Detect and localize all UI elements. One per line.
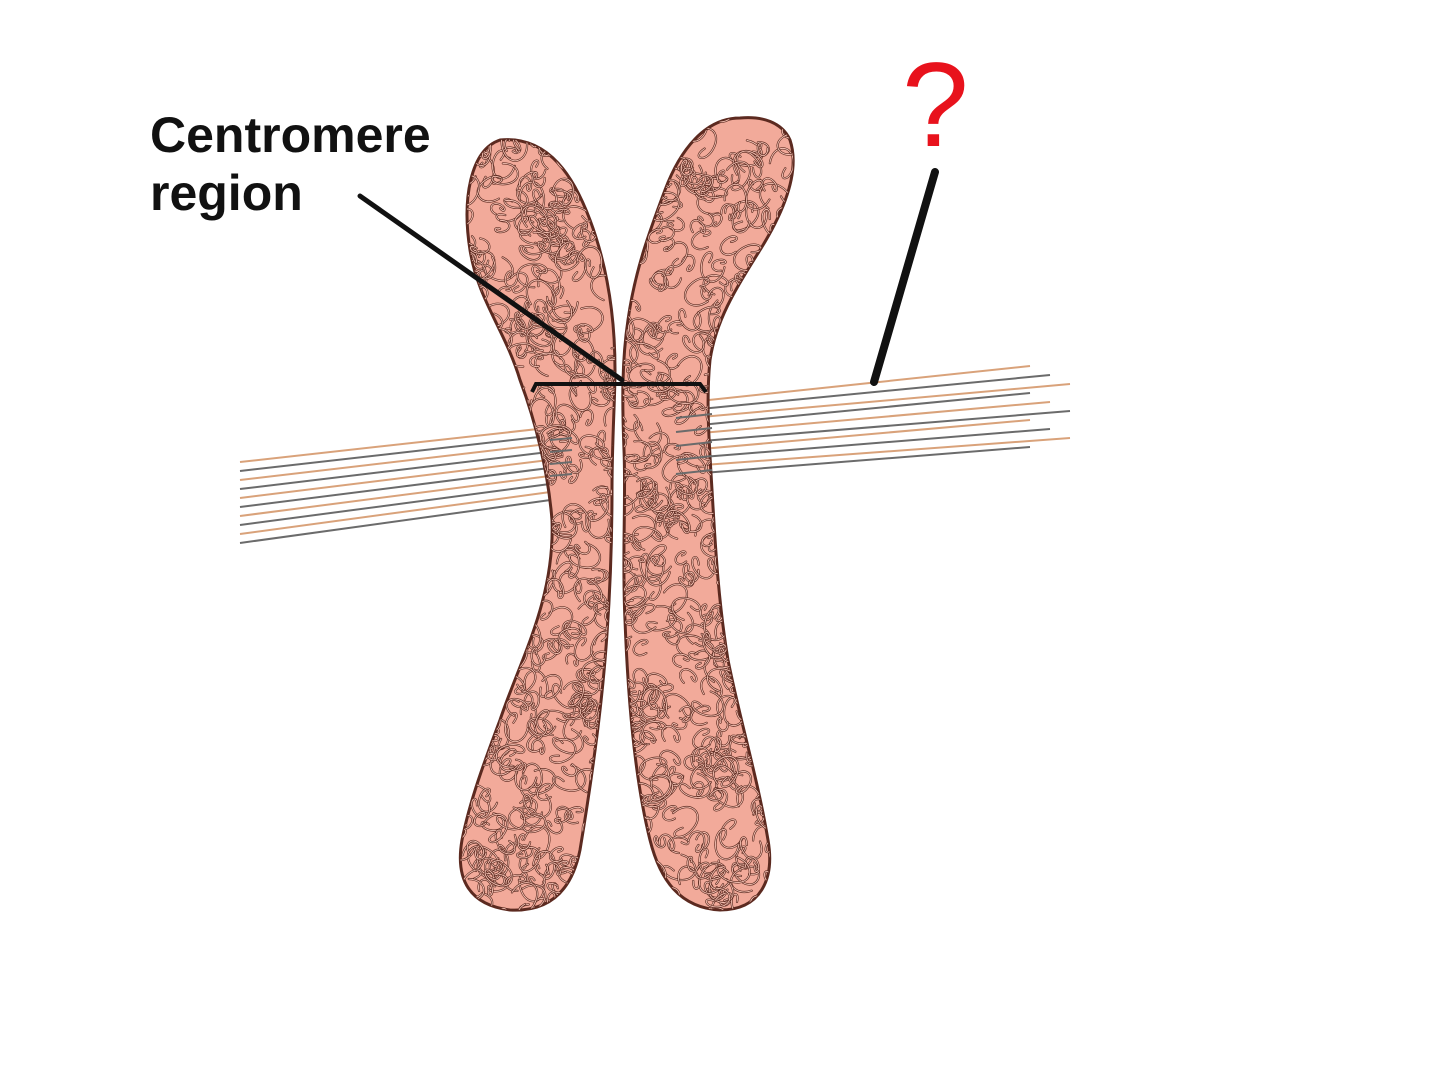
spindle-fiber [239,449,566,490]
spindle-fiber [239,433,566,472]
sister-chromatid-left [458,138,617,912]
spindle-fiber [239,441,566,481]
spindle-fiber [689,383,1071,419]
spindle-fiber [689,446,1031,475]
spindle-fibers-right [689,365,1071,475]
spindle-fiber [689,365,1031,403]
spindle-fiber [689,410,1071,443]
centromere-bracket [530,382,708,394]
spindle-fiber [239,481,566,526]
spindle-fiber [689,374,1051,411]
spindle-fiber [689,428,1051,459]
spindle-fiber [239,473,566,517]
question-leader-line [870,168,939,386]
spindle-fiber [689,437,1071,467]
question-mark-label: ? [902,38,969,172]
spindle-fiber [239,425,566,463]
spindle-fiber [239,465,566,508]
spindle-fiber [239,457,566,499]
spindle-fiber [239,489,566,535]
centromere-label-line1: Centromere [150,107,431,163]
spindle-fiber [689,392,1031,427]
centromere-leader-line [357,193,625,383]
sister-chromatid-right [621,116,795,912]
kinetochore-fiber-stubs [549,413,713,477]
spindle-fiber [689,401,1051,435]
spindle-fiber [239,497,566,544]
centromere-label-line2: region [150,165,303,221]
spindle-fiber [689,419,1031,451]
spindle-fibers-left [239,425,566,544]
